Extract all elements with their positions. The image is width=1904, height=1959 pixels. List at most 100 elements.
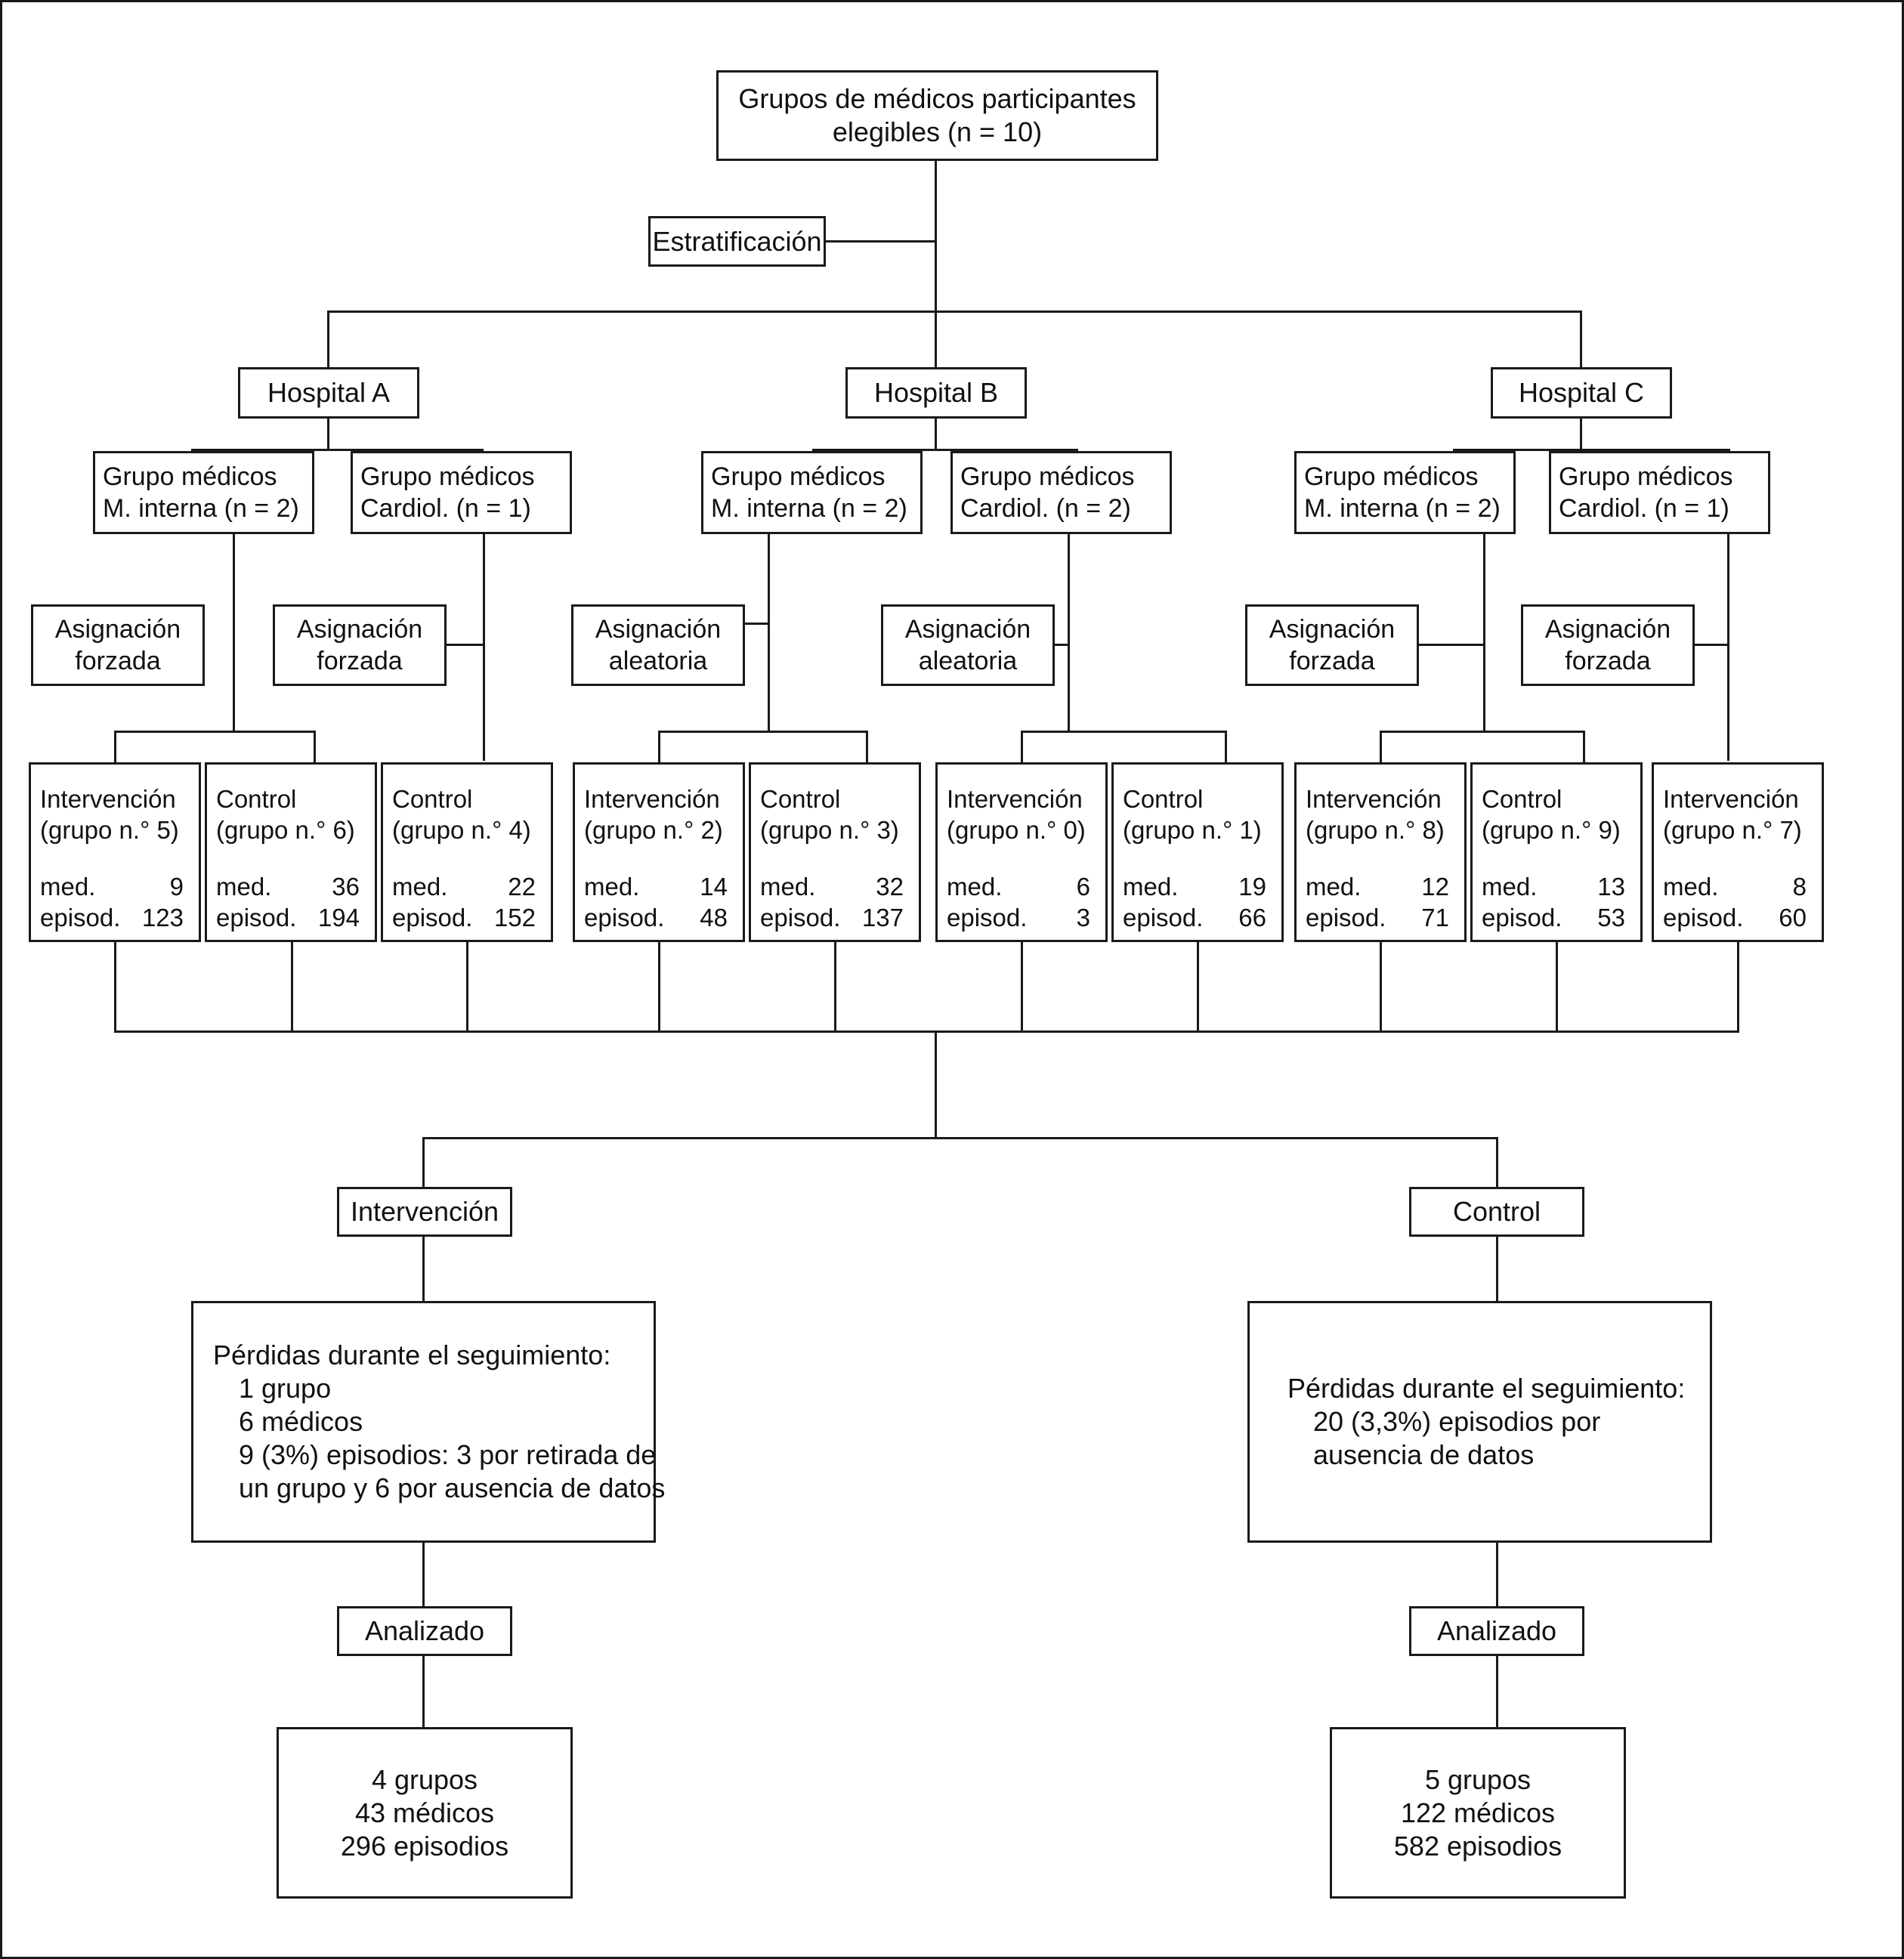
merge-riser-1 [291,942,293,1033]
losses-intervention-line4: un grupo y 6 por ausencia de datos [239,1472,666,1503]
arm-7-med-label: med. [1306,873,1362,901]
arm-drop-5 [1021,731,1023,765]
arm-0-med-label: med. [40,873,96,901]
arm-4-med-row: med. 32 [760,871,910,902]
final-control-box: 5 grupos 122 médicos 582 episodios [1330,1727,1626,1899]
allocation-0-line2: forzada [75,647,161,675]
top-box-line2: elegibles (n = 10) [832,116,1043,147]
specialty-group-box-4: Grupo médicos M. interna (n = 2) [1294,451,1516,534]
arm-0-episod-label: episod. [40,904,121,932]
arm-3-med-label: med. [584,873,640,901]
losses-control-to-analyzed-stem [1496,1543,1498,1609]
hospital-fanout-bar [327,311,1582,313]
arm-5-med-row: med. 6 [947,871,1096,902]
specialty-group-box-1: Grupo médicos Cardiol. (n = 1) [351,451,572,534]
allocation-4-connector [1419,644,1485,646]
merge-riser-2 [466,942,468,1033]
arm-7-med-value: 12 [1421,873,1449,901]
losses-intervention-heading: Pérdidas durante el seguimiento: [213,1339,611,1370]
hospital-c-drop [1580,311,1582,368]
arm-5-episod-label: episod. [947,904,1028,932]
specialty-1-stem [483,534,485,761]
arm-2-episod-label: episod. [392,904,473,932]
arm-3-med-row: med. 14 [584,871,734,902]
hospital-a-drop [327,311,329,368]
allocation-box-4: Asignación forzada [1245,604,1419,686]
arm-1-med-label: med. [216,873,272,901]
arm-split-bar-a-interna [114,731,316,733]
arm-0-med-row: med. 9 [40,871,190,902]
arm-4-episod-value: 137 [861,904,904,932]
arm-box-9: Intervención (grupo n.° 7) med. 8 episod… [1652,762,1824,942]
arm-drop-3 [658,731,660,765]
losses-control-line1: 20 (3,3%) episodios por [1313,1406,1601,1437]
arm-drop-8 [1583,731,1585,765]
allocation-box-3: Asignación aleatoria [881,604,1055,686]
arm-3-name: Intervención [584,785,720,813]
arm-3-episod-value: 48 [700,904,728,932]
allocation-3-line1: Asignación [904,615,1031,644]
analyzed-intervention-box: Analizado [337,1606,512,1656]
losses-intervention-line3: 9 (3%) episodios: 3 por retirada de [239,1439,657,1470]
arm-9-med-row: med. 8 [1663,871,1813,902]
arm-drop-7 [1380,731,1382,765]
arm-6-med-row: med. 19 [1123,871,1272,902]
final-intervention-line1: 4 grupos [371,1763,478,1795]
arm-5-episod-value: 3 [1076,904,1090,932]
arm-5-name: Intervención [947,785,1083,813]
specialty-group-4-line1: Grupo médicos [1304,462,1479,491]
arm-split-bar-b-cardio [1021,731,1227,733]
arm-6-episod-row: episod. 66 [1123,902,1272,933]
branch-control-box: Control [1409,1187,1584,1237]
specialty-group-1-line2: Cardiol. (n = 1) [360,494,531,523]
merge-riser-7 [1380,942,1382,1033]
arm-drop-4 [866,731,868,765]
arm-9-med-value: 8 [1792,873,1807,901]
allocation-5-line2: forzada [1565,647,1651,675]
intervention-to-losses-stem [422,1237,425,1303]
arm-4-episod-label: episod. [760,904,841,932]
specialty-2-stem [768,534,770,732]
merge-riser-9 [1737,942,1739,1033]
arm-2-med-value: 22 [508,873,536,901]
specialty-3-stem [1068,534,1070,732]
arm-8-group: (grupo n.° 9) [1482,816,1621,844]
arm-9-episod-value: 60 [1779,904,1807,932]
allocation-box-0: Asignación forzada [31,604,205,686]
arm-7-episod-label: episod. [1306,904,1386,932]
arm-drop-6 [1225,731,1227,765]
arm-4-name: Control [760,785,841,813]
trunk-top [935,161,937,312]
arm-8-name: Control [1482,785,1562,813]
allocation-4-line1: Asignación [1269,615,1396,644]
losses-control-line2: ausencia de datos [1313,1439,1535,1470]
specialty-group-4-line2: M. interna (n = 2) [1304,494,1501,523]
specialty-group-5-line1: Grupo médicos [1559,462,1733,491]
analyzed-intervention-to-final-stem [422,1656,425,1727]
arm-2-episod-value: 152 [493,904,536,932]
specialty-group-0-line2: M. interna (n = 2) [103,494,299,523]
arm-6-med-label: med. [1123,873,1179,901]
final-split-drop-intervention [422,1137,425,1188]
final-intervention-line2: 43 médicos [354,1797,495,1828]
allocation-1-connector [447,644,484,646]
arm-5-episod-row: episod. 3 [947,902,1096,933]
arm-2-name: Control [392,785,473,813]
merge-riser-8 [1556,942,1558,1033]
specialty-group-1-line1: Grupo médicos [360,462,535,491]
specialty-group-box-2: Grupo médicos M. interna (n = 2) [701,451,923,534]
stratification-label: Estratificación [652,225,822,257]
arm-9-episod-label: episod. [1663,904,1744,932]
specialty-group-box-5: Grupo médicos Cardiol. (n = 1) [1549,451,1770,534]
top-eligible-groups-box: Grupos de médicos participantes elegible… [716,70,1158,161]
arm-0-name: Intervención [40,785,176,813]
merge-riser-6 [1197,942,1199,1033]
arm-9-med-label: med. [1663,873,1719,901]
arm-4-episod-row: episod. 137 [760,902,910,933]
arm-7-episod-row: episod. 71 [1306,902,1455,933]
arm-drop-0 [114,731,116,765]
branch-control-label: Control [1452,1196,1541,1227]
arm-0-med-value: 9 [169,873,184,901]
final-control-line2: 122 médicos [1400,1797,1556,1828]
